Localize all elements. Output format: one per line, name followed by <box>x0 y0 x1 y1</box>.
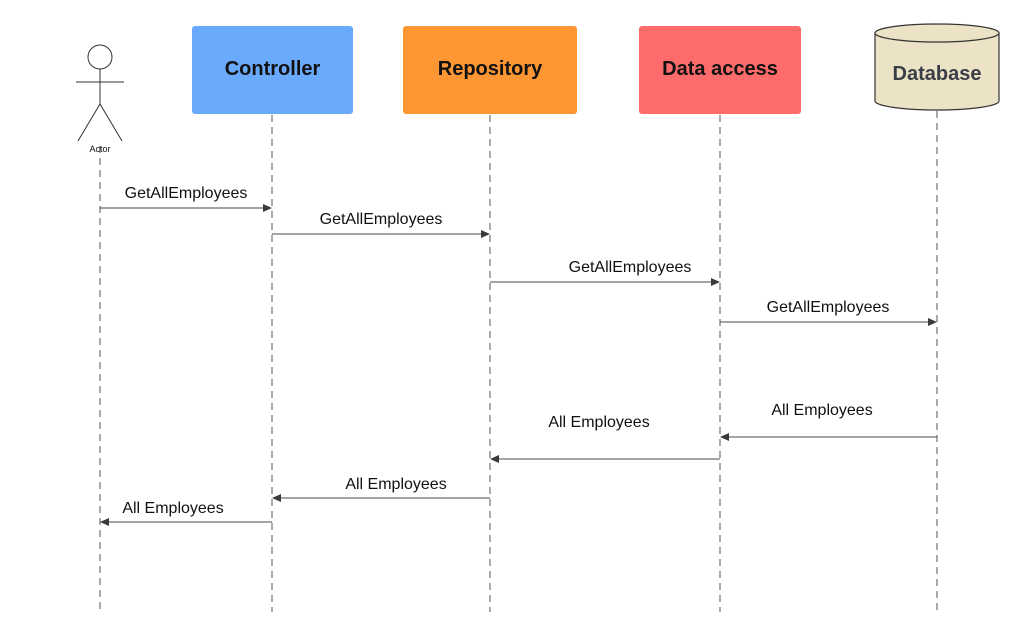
actor-figure-icon <box>76 44 124 142</box>
controller-box <box>192 26 353 114</box>
message-7-label: All Employees <box>345 476 446 493</box>
messages: GetAllEmployees GetAllEmployees GetAllEm… <box>100 185 937 526</box>
message-7: All Employees <box>272 476 490 502</box>
repository-label: Repository <box>438 58 543 80</box>
database-cylinder-icon <box>874 23 1000 111</box>
message-2-arrowhead-icon <box>481 230 490 238</box>
message-4: GetAllEmployees <box>720 299 937 326</box>
message-3-label: GetAllEmployees <box>569 259 692 276</box>
message-1-label: GetAllEmployees <box>125 185 248 202</box>
actor-label: Actor <box>89 144 110 154</box>
message-3-arrowhead-icon <box>711 278 720 286</box>
message-5: All Employees <box>720 402 937 441</box>
message-2-label: GetAllEmployees <box>320 211 443 228</box>
data-access-label: Data access <box>662 58 778 80</box>
repository-box <box>403 26 577 114</box>
message-8-label: All Employees <box>122 500 223 517</box>
repository-participant: Repository <box>403 26 577 114</box>
message-5-label: All Employees <box>771 402 872 419</box>
message-4-arrowhead-icon <box>928 318 937 326</box>
database-body <box>874 32 1000 111</box>
message-6-label: All Employees <box>548 414 649 431</box>
database-top <box>874 23 1000 43</box>
database-participant: Database <box>874 23 1000 111</box>
message-6-arrowhead-icon <box>490 455 499 463</box>
lifelines <box>99 111 938 612</box>
data-access-participant: Data access <box>639 26 801 114</box>
message-1: GetAllEmployees <box>100 185 272 212</box>
message-8-arrowhead-icon <box>100 518 109 526</box>
message-5-arrowhead-icon <box>720 433 729 441</box>
database-label: Database <box>893 63 982 85</box>
message-3: GetAllEmployees <box>490 259 720 286</box>
message-7-arrowhead-icon <box>272 494 281 502</box>
message-6: All Employees <box>490 414 720 463</box>
message-4-label: GetAllEmployees <box>767 299 890 316</box>
message-1-arrowhead-icon <box>263 204 272 212</box>
controller-participant: Controller <box>192 26 353 114</box>
actor-participant: Actor <box>76 44 124 154</box>
controller-label: Controller <box>225 58 321 80</box>
message-2: GetAllEmployees <box>272 211 490 238</box>
message-8: All Employees <box>100 500 272 526</box>
data-access-box <box>639 26 801 114</box>
